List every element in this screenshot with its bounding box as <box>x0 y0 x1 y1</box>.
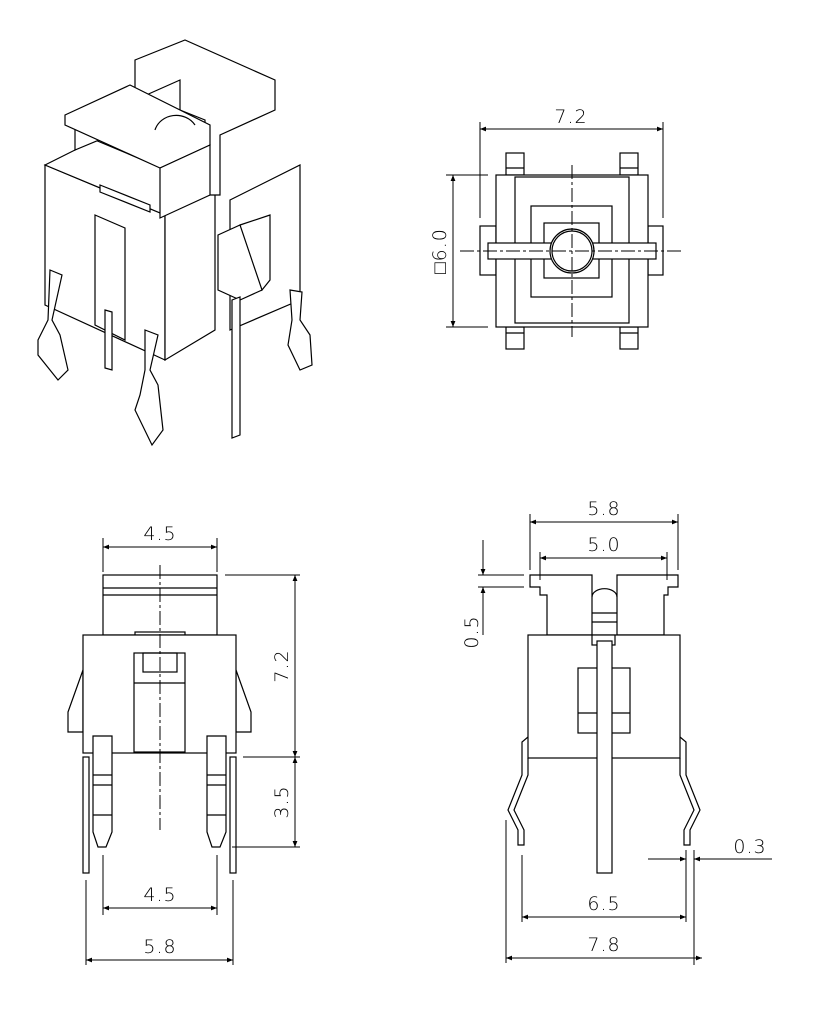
top-square-dim: □6.0 <box>429 228 451 274</box>
front-overall-width-dim: 5.8 <box>143 936 176 958</box>
front-height-dim: 7.2 <box>271 649 293 682</box>
front-view: 4.5 7.2 3.5 4.5 5.8 <box>67 523 300 965</box>
side-cap-thickness-dim: 0.5 <box>461 615 483 648</box>
isometric-view <box>37 39 313 447</box>
top-width-dim: 7.2 <box>554 106 587 128</box>
side-cap-width-dim: 5.8 <box>587 498 620 520</box>
front-pin-length-dim: 3.5 <box>271 785 293 818</box>
side-lead-thickness-dim: 0.3 <box>733 836 766 858</box>
side-inner-width-dim: 5.0 <box>587 534 620 556</box>
side-view: 5.8 5.0 0.5 0.3 6.5 7.8 <box>461 498 772 965</box>
front-top-width-dim: 4.5 <box>143 523 176 545</box>
top-view: 7.2 □6.0 <box>429 106 683 350</box>
side-lead-pitch-dim: 6.5 <box>587 893 620 915</box>
front-pin-pitch-dim: 4.5 <box>143 884 176 906</box>
side-overall-width-dim: 7.8 <box>587 934 620 956</box>
